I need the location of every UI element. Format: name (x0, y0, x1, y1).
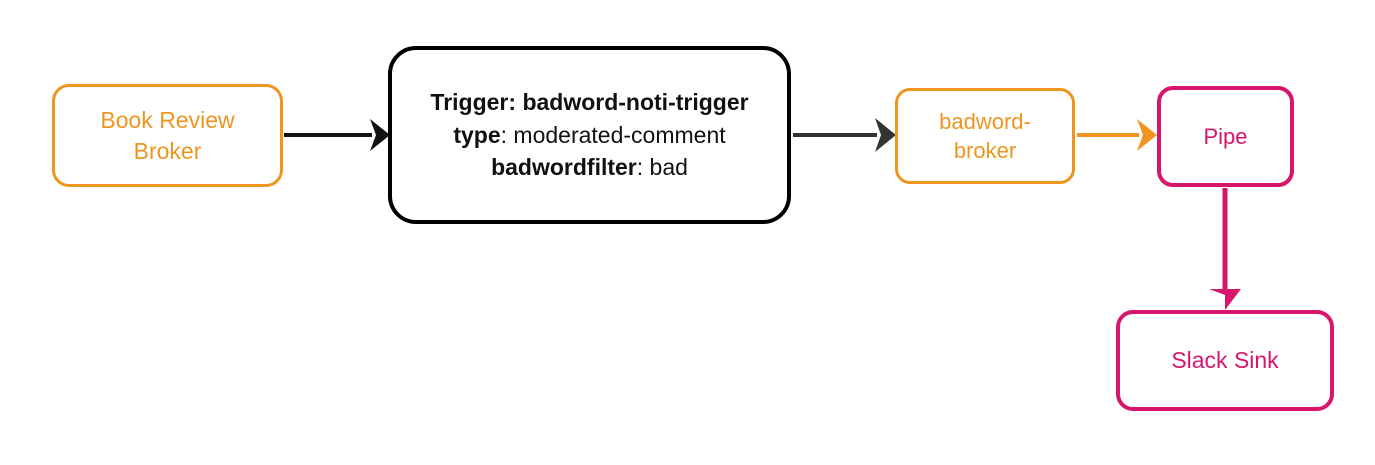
trigger-line-2: type: moderated-comment (453, 119, 725, 151)
trigger-line-1-value: badword-noti-trigger (516, 89, 749, 116)
node-slack-sink[interactable]: Slack Sink (1116, 310, 1334, 411)
node-badword-broker-label: badword- broker (939, 108, 1031, 163)
edge-broker-to-trigger (284, 119, 390, 151)
trigger-line-3: badwordfilter: bad (491, 151, 688, 183)
node-badword-broker[interactable]: badword- broker (895, 88, 1075, 184)
trigger-line-2-value: : moderated-comment (500, 121, 726, 148)
edge-badword-broker-to-pipe (1077, 119, 1157, 151)
trigger-line-1-key: Trigger: (430, 89, 517, 116)
trigger-line-3-key: badwordfilter (491, 154, 637, 181)
node-book-review-broker-label: Book Review Broker (100, 107, 235, 164)
edge-trigger-to-badword-broker (793, 118, 896, 152)
trigger-line-1-value-text: badword-noti-trigger (522, 89, 749, 116)
node-slack-sink-label: Slack Sink (1171, 347, 1279, 374)
node-book-review-broker[interactable]: Book Review Broker (52, 84, 283, 187)
trigger-line-1: Trigger: badword-noti-trigger (430, 86, 748, 118)
node-trigger[interactable]: Trigger: badword-noti-trigger type: mode… (388, 46, 791, 224)
trigger-line-2-key: type (453, 121, 501, 148)
node-pipe-label: Pipe (1203, 123, 1248, 149)
edge-pipe-to-slack-sink (1209, 188, 1241, 310)
node-pipe[interactable]: Pipe (1157, 86, 1294, 187)
trigger-line-3-value: : bad (636, 154, 688, 181)
